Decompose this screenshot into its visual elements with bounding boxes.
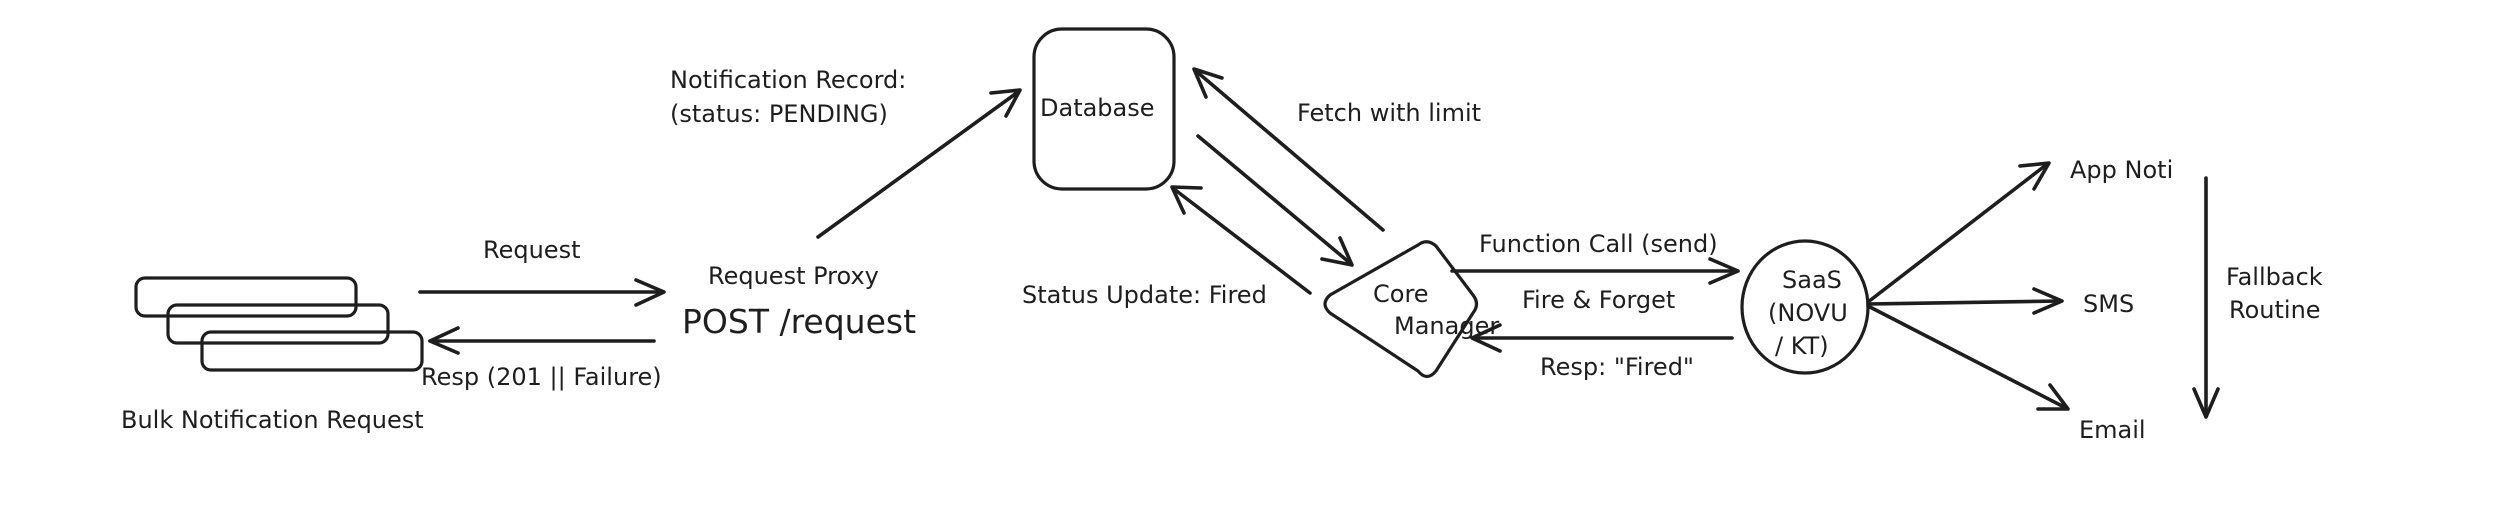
core-manager-label-line1: Core bbox=[1373, 280, 1429, 308]
bulk-request-label: Bulk Notification Request bbox=[121, 406, 424, 434]
app-noti-arrow bbox=[1866, 163, 2048, 304]
status-update-arrow bbox=[1172, 187, 1312, 295]
app-noti-arrowhead bbox=[2018, 161, 2051, 191]
fallback-label-line2: Routine bbox=[2229, 296, 2321, 324]
fallback-label-line1: Fallback bbox=[2226, 263, 2323, 291]
request-arrowhead bbox=[634, 278, 666, 307]
email-arrowhead bbox=[2036, 383, 2070, 411]
request-label: Request bbox=[483, 236, 581, 264]
core-manager-label-line2: Manager bbox=[1394, 312, 1499, 340]
sms-arrow bbox=[1866, 299, 2062, 306]
status-update-arrowhead bbox=[1170, 185, 1203, 215]
proxy-endpoint-label: POST /request bbox=[682, 302, 916, 341]
record-arrow bbox=[816, 90, 1020, 239]
record-arrowhead bbox=[989, 88, 1022, 118]
fetch-result-arrowhead bbox=[1320, 236, 1354, 267]
fallback-arrowhead bbox=[2192, 387, 2220, 419]
app-noti-label: App Noti bbox=[2070, 156, 2173, 184]
bulk-request-stack bbox=[134, 276, 424, 372]
fetch-result-arrow bbox=[1196, 134, 1352, 265]
resp-fired-arrowhead bbox=[1470, 323, 1502, 353]
email-label: Email bbox=[2079, 416, 2146, 444]
database-node bbox=[1032, 27, 1176, 191]
function-call-arrowhead bbox=[1708, 257, 1740, 285]
fire-forget-label: Fire & Forget bbox=[1522, 286, 1675, 314]
saas-label-line2: (NOVU bbox=[1768, 299, 1848, 327]
saas-label-line3: / KT) bbox=[1775, 332, 1829, 360]
bulk-request-card-3 bbox=[200, 330, 424, 372]
fetch-label: Fetch with limit bbox=[1297, 99, 1481, 127]
record-label-line2: (status: PENDING) bbox=[670, 100, 888, 128]
resp-fired-label: Resp: "Fired" bbox=[1540, 353, 1694, 381]
fetch-arrowhead bbox=[1192, 67, 1224, 99]
core-manager-node bbox=[1323, 240, 1479, 379]
bulk-request-card-1 bbox=[134, 276, 358, 318]
sms-label: SMS bbox=[2083, 290, 2134, 318]
function-call-label: Function Call (send) bbox=[1479, 230, 1718, 258]
sms-arrowhead bbox=[2032, 287, 2064, 315]
record-label-line1: Notification Record: bbox=[670, 66, 906, 94]
bulk-request-card-2 bbox=[166, 303, 390, 345]
database-label: Database bbox=[1040, 94, 1155, 122]
saas-label-line1: SaaS bbox=[1782, 266, 1842, 294]
request-proxy-label: Request Proxy bbox=[708, 262, 879, 290]
fetch-arrow bbox=[1194, 69, 1385, 232]
response-arrowhead bbox=[428, 326, 460, 355]
email-arrow bbox=[1866, 304, 2068, 410]
status-update-label: Status Update: Fired bbox=[1022, 281, 1267, 309]
response-label: Resp (201 || Failure) bbox=[421, 363, 662, 391]
